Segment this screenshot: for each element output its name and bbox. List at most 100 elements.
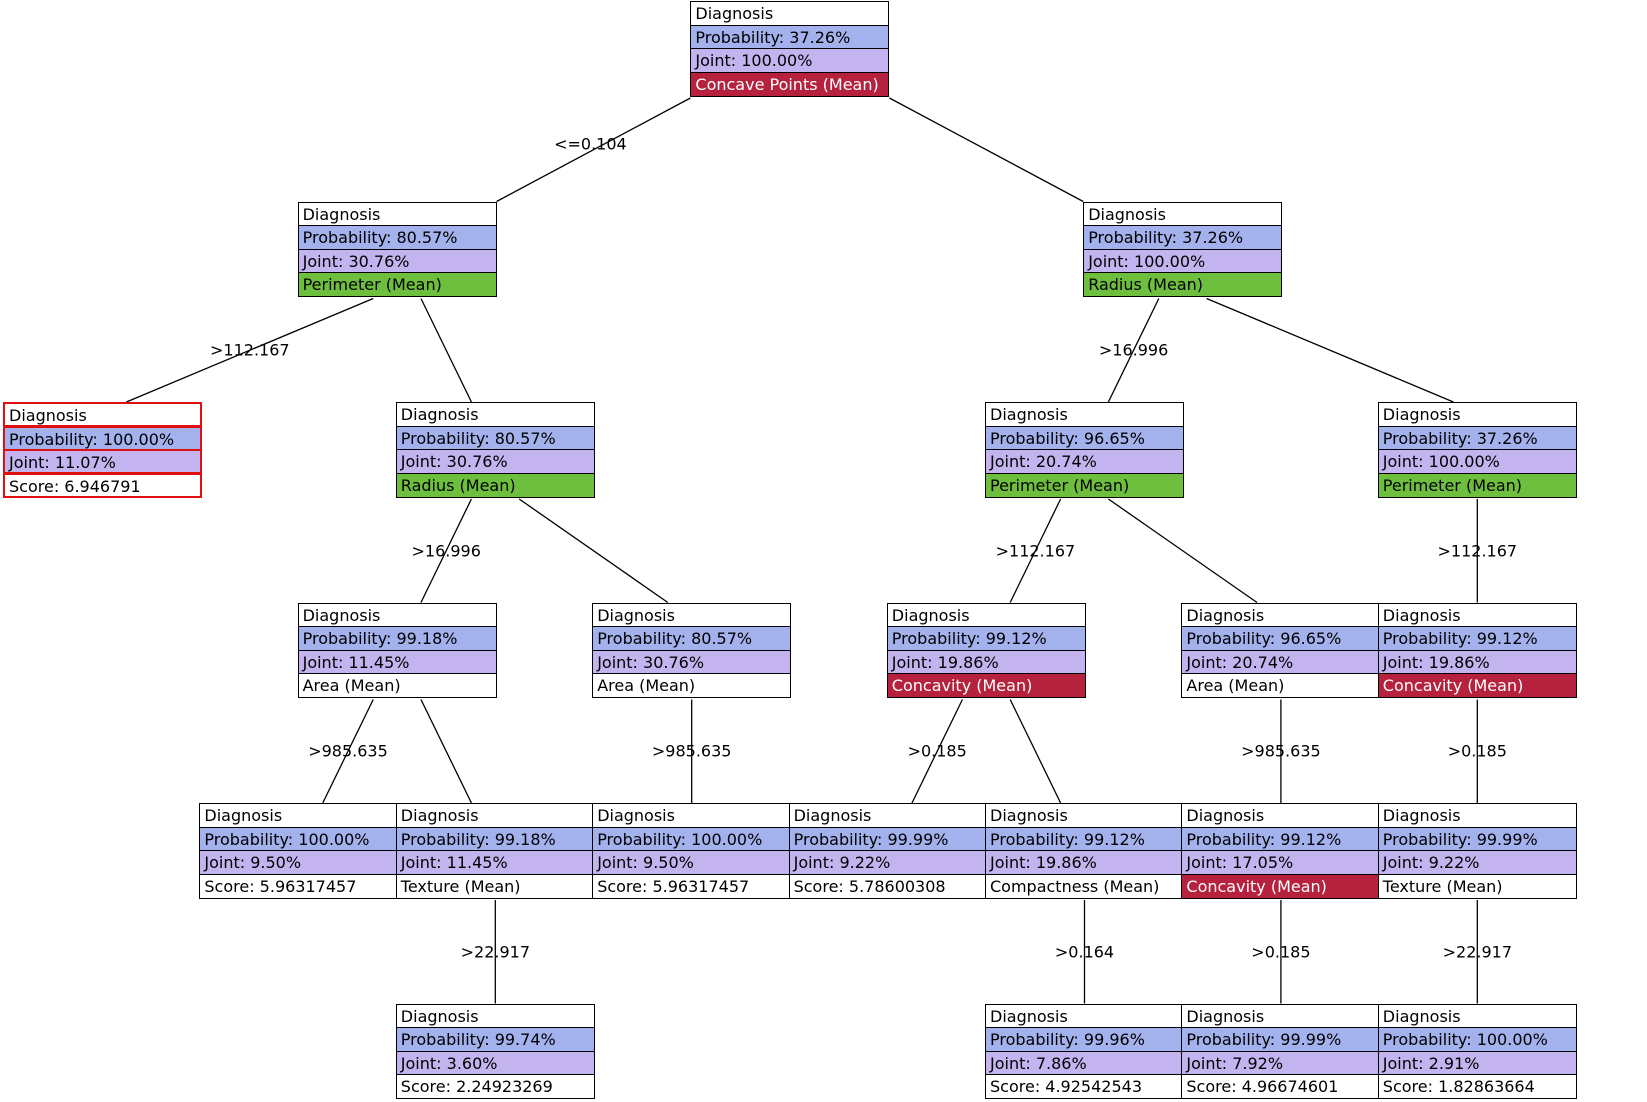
- edge-label-n19: >22.917: [460, 942, 530, 962]
- node-probability: Probability: 80.57%: [297, 225, 497, 250]
- node-joint: Joint: 100.00%: [1377, 449, 1577, 474]
- edge-label-n9: >112.167: [995, 541, 1076, 561]
- node-title: Diagnosis: [985, 803, 1184, 828]
- node-split-attribute: Concavity (Mean): [1181, 873, 1381, 899]
- node-probability: Probability: 99.12%: [1377, 626, 1577, 651]
- edge-label-n11: >112.167: [1437, 541, 1518, 561]
- node-split-attribute: Area (Mean): [297, 673, 497, 698]
- node-score: Score: 4.92542543: [985, 1074, 1184, 1099]
- node-joint: Joint: 9.22%: [788, 850, 988, 875]
- edge-n1: [496, 97, 691, 203]
- node-probability: Probability: 96.65%: [985, 425, 1184, 451]
- edge-label-n14: >985.635: [651, 741, 732, 761]
- edge-n9: [1009, 498, 1062, 603]
- node-joint: Joint: 17.05%: [1181, 850, 1381, 875]
- node-probability: Probability: 37.26%: [1083, 225, 1283, 250]
- node-split-attribute: Area (Mean): [592, 673, 792, 698]
- edge-n15: [911, 699, 964, 804]
- node-title: Diagnosis: [199, 803, 399, 828]
- node-title: Diagnosis: [1377, 402, 1577, 427]
- node-split-attribute: Radius (Mean): [1083, 272, 1283, 297]
- edge-n4: [420, 298, 473, 403]
- node-title: Diagnosis: [592, 602, 792, 628]
- node-title: Diagnosis: [297, 201, 497, 227]
- node-joint: Joint: 30.76%: [592, 649, 792, 675]
- node-title: Diagnosis: [1181, 803, 1381, 828]
- node-joint: Joint: 9.22%: [1377, 850, 1577, 875]
- node-split-attribute: Texture (Mean): [1377, 873, 1577, 899]
- node-probability: Probability: 96.65%: [1181, 626, 1381, 651]
- node-joint: Joint: 11.07%: [3, 449, 202, 474]
- edge-label-n20: >0.164: [1054, 942, 1115, 962]
- node-split-attribute: Concavity (Mean): [886, 673, 1086, 698]
- edge-n10: [1108, 498, 1258, 604]
- node-probability: Probability: 99.99%: [788, 826, 988, 852]
- node-joint: Joint: 9.50%: [592, 850, 792, 875]
- node-split-attribute: Perimeter (Mean): [1377, 472, 1577, 498]
- edge-label-n22: >22.917: [1442, 942, 1512, 962]
- node-probability: Probability: 80.57%: [395, 425, 595, 451]
- node-probability: Probability: 100.00%: [199, 826, 399, 852]
- node-joint: Joint: 9.50%: [199, 850, 399, 875]
- node-split-attribute: Texture (Mean): [395, 873, 595, 899]
- node-split-attribute: Area (Mean): [1181, 673, 1381, 698]
- node-title: Diagnosis: [690, 1, 890, 26]
- edge-n8: [518, 498, 669, 604]
- edge-n3: [126, 297, 374, 403]
- node-title: Diagnosis: [395, 402, 595, 427]
- node-score: Score: 5.96317457: [199, 873, 399, 899]
- node-score: Score: 5.96317457: [592, 873, 792, 899]
- node-joint: Joint: 19.86%: [886, 649, 1086, 675]
- node-joint: Joint: 11.45%: [297, 649, 497, 675]
- edge-label-n15: >0.185: [907, 741, 967, 761]
- edge-n12: [322, 699, 374, 804]
- node-probability: Probability: 100.00%: [3, 425, 202, 451]
- node-probability: Probability: 37.26%: [690, 24, 890, 50]
- edge-n13: [420, 699, 473, 804]
- edge-label-n5: >16.996: [1098, 340, 1169, 360]
- edge-n6: [1206, 297, 1454, 403]
- node-title: Diagnosis: [1181, 1003, 1381, 1029]
- node-joint: Joint: 100.00%: [1083, 248, 1283, 274]
- node-score: Score: 1.82863664: [1377, 1074, 1577, 1099]
- node-joint: Joint: 3.60%: [395, 1050, 595, 1076]
- node-split-attribute: Concave Points (Mean): [690, 71, 890, 97]
- edge-label-n18: >0.185: [1447, 741, 1507, 761]
- edge-n16: [1009, 699, 1062, 804]
- node-title: Diagnosis: [788, 803, 988, 828]
- node-probability: Probability: 99.12%: [1181, 826, 1381, 852]
- node-title: Diagnosis: [1377, 803, 1577, 828]
- node-title: Diagnosis: [395, 803, 595, 828]
- node-title: Diagnosis: [1377, 602, 1577, 628]
- node-probability: Probability: 99.74%: [395, 1027, 595, 1052]
- node-title: Diagnosis: [592, 803, 792, 828]
- node-score: Score: 4.96674601: [1181, 1074, 1381, 1099]
- node-joint: Joint: 20.74%: [985, 449, 1184, 474]
- edge-label-n7: >16.996: [411, 541, 481, 561]
